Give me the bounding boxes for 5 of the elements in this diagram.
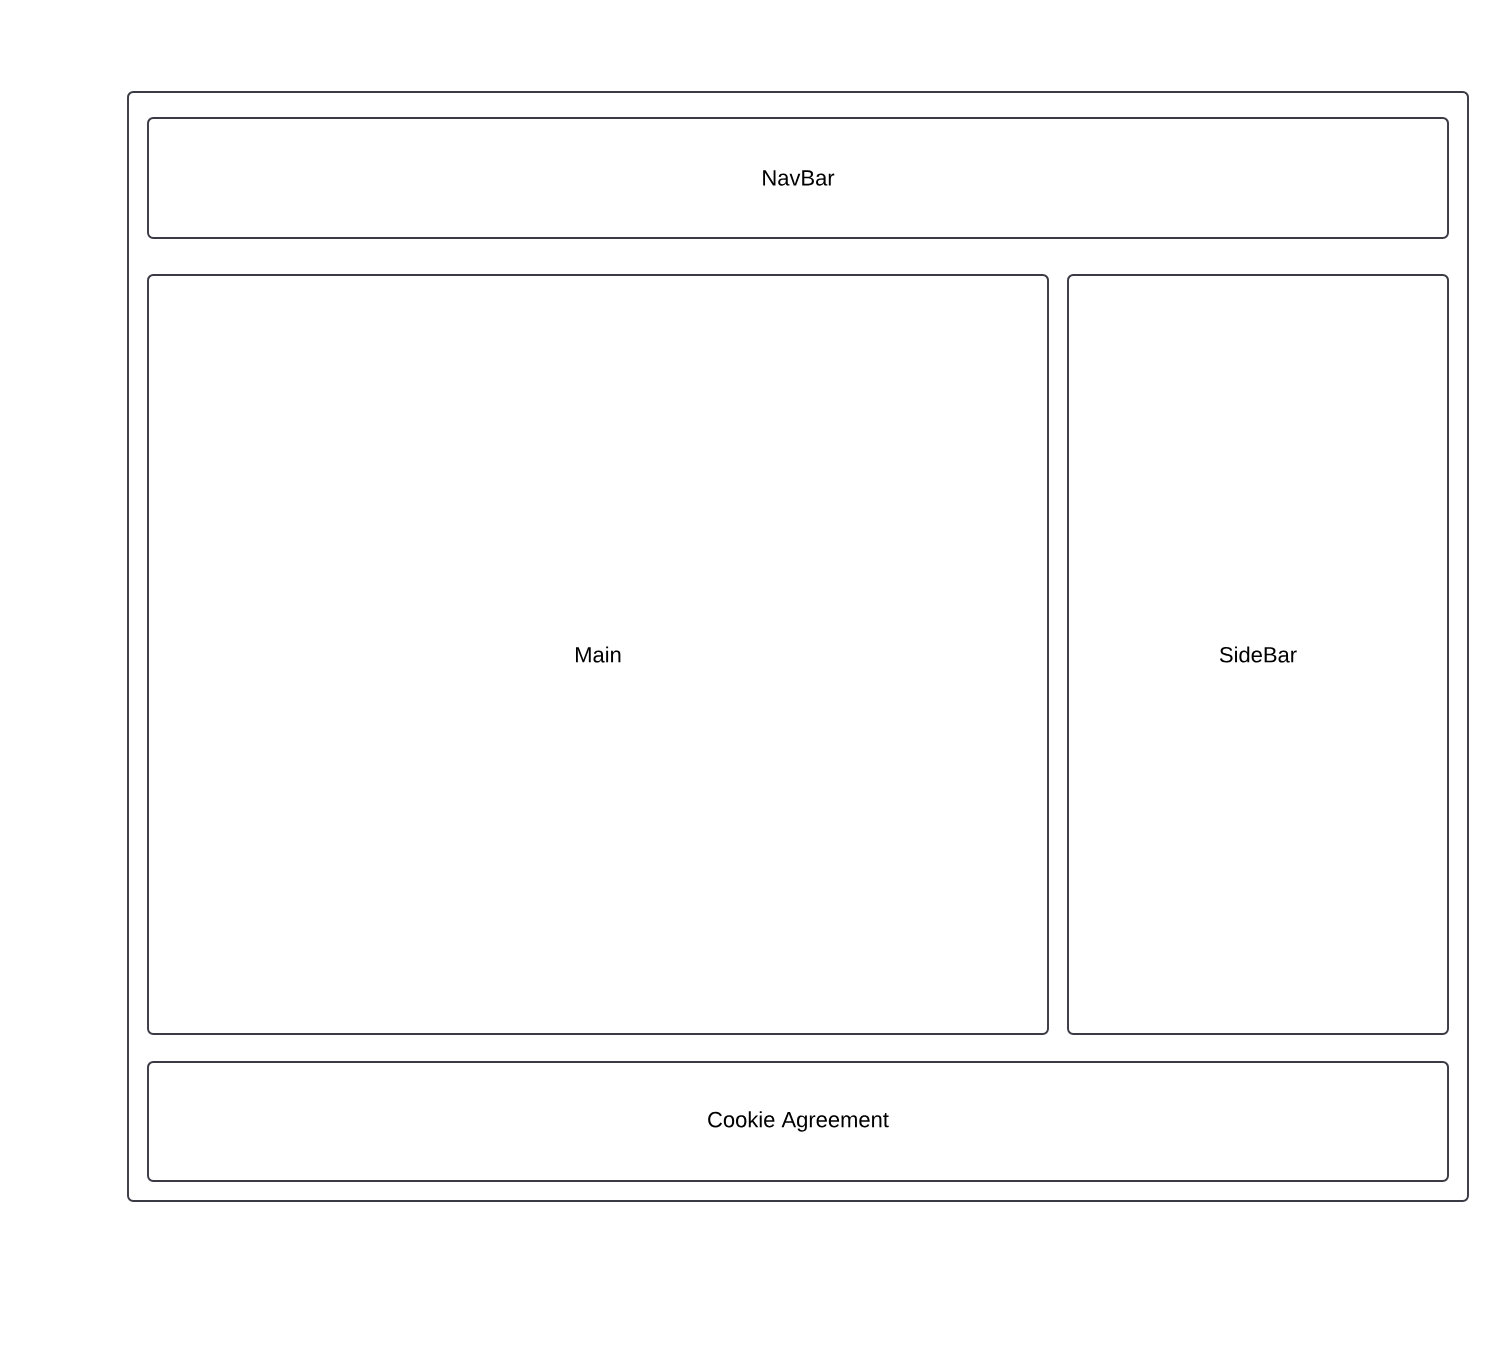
frame-box	[127, 91, 1469, 1202]
layout-box: SideBar	[1067, 274, 1449, 1035]
layout-box: Cookie Agreement	[147, 1061, 1449, 1182]
layout-box: Main	[147, 274, 1049, 1035]
layout-box: NavBar	[147, 117, 1449, 239]
